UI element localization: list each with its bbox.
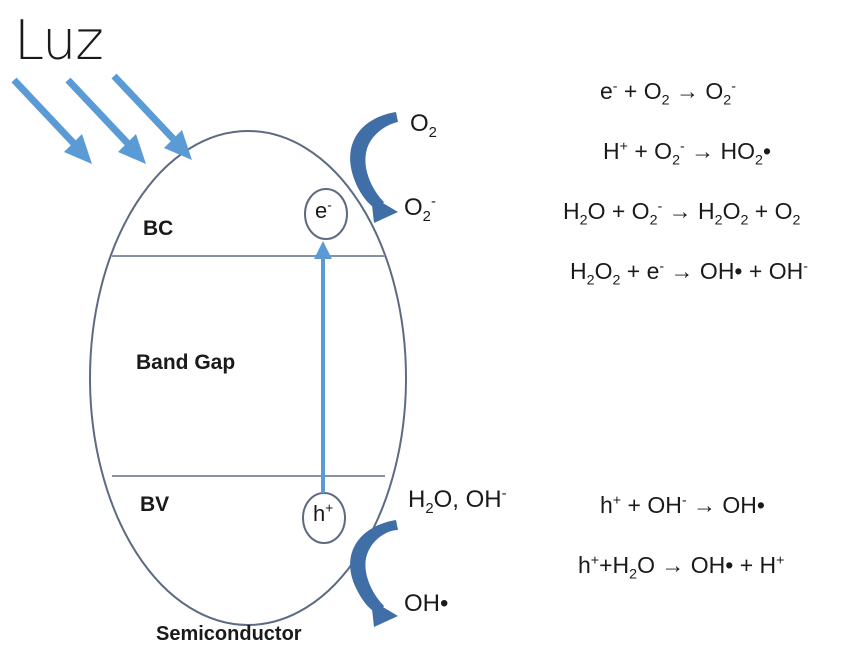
equation-3-part-10: 2	[792, 212, 801, 229]
equation-5-part-1: +	[612, 492, 622, 509]
hydroxyl-radical-product: OH•	[404, 592, 448, 616]
oxidation-curved-arrow	[350, 520, 398, 614]
equation-2-part-6: 2	[755, 152, 763, 169]
equation-1-part-1: -	[612, 78, 618, 95]
electron-base: e	[315, 198, 328, 223]
light-arrow-1	[11, 77, 83, 153]
equation-4-part-2: O	[594, 258, 613, 284]
light-arrow-2-head	[118, 134, 146, 164]
superoxide-product-part-0: O	[404, 194, 423, 221]
water-hydroxide-reactant: H2O, OH-	[408, 486, 507, 517]
equation-6-part-3: 2	[629, 566, 638, 583]
water-hydroxide-reactant-part-2: O, OH	[433, 486, 502, 513]
equation-1-part-5: 2	[723, 92, 732, 109]
equation-2-part-7: •	[762, 138, 772, 164]
equation-6-part-2: +H	[599, 552, 630, 578]
oxygen-reactant: O2	[410, 110, 437, 141]
equation-2-part-4: -	[680, 138, 685, 155]
equation-6-part-4: O → OH• + H	[637, 552, 777, 578]
water-hydroxide-reactant-part-1: 2	[425, 500, 434, 517]
equation-4-part-5: -	[659, 258, 665, 275]
equation-4: H2O2 + e- → OH• + OH-	[570, 258, 808, 288]
equation-4-part-1: 2	[586, 272, 595, 289]
equation-3-part-5: → H	[662, 198, 715, 224]
semiconductor-label: Semiconductor	[156, 623, 302, 645]
equation-4-part-7: -	[803, 258, 808, 275]
equation-4-part-0: H	[570, 258, 587, 284]
equation-1-part-4: → O	[669, 78, 724, 104]
equation-1-part-6: -	[731, 78, 736, 95]
conduction-band-label: BC	[143, 217, 174, 240]
equation-2-part-1: +	[619, 138, 628, 155]
equation-5-part-2: + OH	[621, 492, 682, 518]
equation-3-part-4: -	[657, 198, 663, 215]
band-gap-label: Band Gap	[136, 351, 236, 374]
equation-3: H2O + O2- → H2O2 + O2	[563, 198, 800, 228]
equation-4-part-3: 2	[612, 272, 621, 289]
equation-3-part-2: O + O	[587, 198, 650, 224]
light-label: Luz	[14, 9, 104, 72]
oxidation-arrow-head	[371, 600, 398, 627]
equation-2: H+ + O2- → HO2•	[603, 138, 772, 168]
electron-charge: -	[327, 197, 332, 213]
equation-5: h+ + OH- → OH•	[600, 492, 765, 518]
equation-3-part-6: 2	[714, 212, 723, 229]
equation-2-part-2: + O	[627, 138, 673, 164]
light-arrow-3-head	[164, 130, 192, 160]
valence-band-label: BV	[140, 493, 170, 516]
equation-2-part-0: H	[603, 138, 620, 164]
equation-3-part-7: O	[722, 198, 741, 224]
semiconductor-ellipse	[89, 130, 407, 626]
water-hydroxide-reactant-part-3: -	[501, 486, 507, 502]
oxygen-reactant-part-0: O	[410, 110, 429, 137]
reduction-arrow-head	[371, 196, 398, 223]
superoxide-product-part-1: 2	[422, 208, 431, 225]
electron-circle	[304, 188, 348, 240]
oxygen-reactant-part-1: 2	[428, 124, 437, 141]
equation-6-part-1: +	[590, 552, 600, 569]
equation-1-part-0: e	[600, 78, 613, 104]
equation-5-part-4: → OH•	[686, 492, 765, 518]
light-arrow-1-head	[64, 134, 92, 164]
electron-label: e-	[315, 197, 332, 223]
hole-base: h	[313, 501, 326, 526]
equation-2-part-5: → HO	[684, 138, 756, 164]
equation-6-part-0: h	[578, 552, 591, 578]
equation-2-part-3: 2	[672, 152, 680, 169]
hydroxyl-radical-product-part-0: OH•	[404, 590, 449, 617]
light-arrow-2	[65, 77, 137, 153]
superoxide-product: O2-	[404, 194, 436, 225]
equation-4-part-6: → OH• + OH	[664, 258, 804, 284]
equation-3-part-0: H	[563, 198, 580, 224]
reduction-curved-arrow	[350, 112, 398, 210]
water-hydroxide-reactant-part-0: H	[408, 486, 426, 513]
equation-6-part-5: +	[776, 552, 785, 569]
excitation-arrow-head	[314, 241, 332, 259]
superoxide-product-part-2: -	[430, 194, 436, 210]
equation-4-part-4: + e	[620, 258, 660, 284]
hole-label: h+	[313, 500, 334, 526]
equation-5-part-0: h	[600, 492, 613, 518]
equation-1: e- + O2 → O2-	[600, 78, 736, 108]
equation-3-part-9: + O	[748, 198, 793, 224]
light-arrows	[11, 73, 192, 164]
equation-3-part-8: 2	[740, 212, 749, 229]
equation-1-part-2: + O	[617, 78, 662, 104]
equation-3-part-3: 2	[649, 212, 658, 229]
light-arrow-3	[111, 73, 183, 149]
equation-1-part-3: 2	[661, 92, 670, 109]
equation-3-part-1: 2	[579, 212, 588, 229]
equation-5-part-3: -	[681, 492, 687, 509]
hole-charge: +	[325, 500, 334, 516]
equation-6: h++H2O → OH• + H+	[578, 552, 785, 582]
